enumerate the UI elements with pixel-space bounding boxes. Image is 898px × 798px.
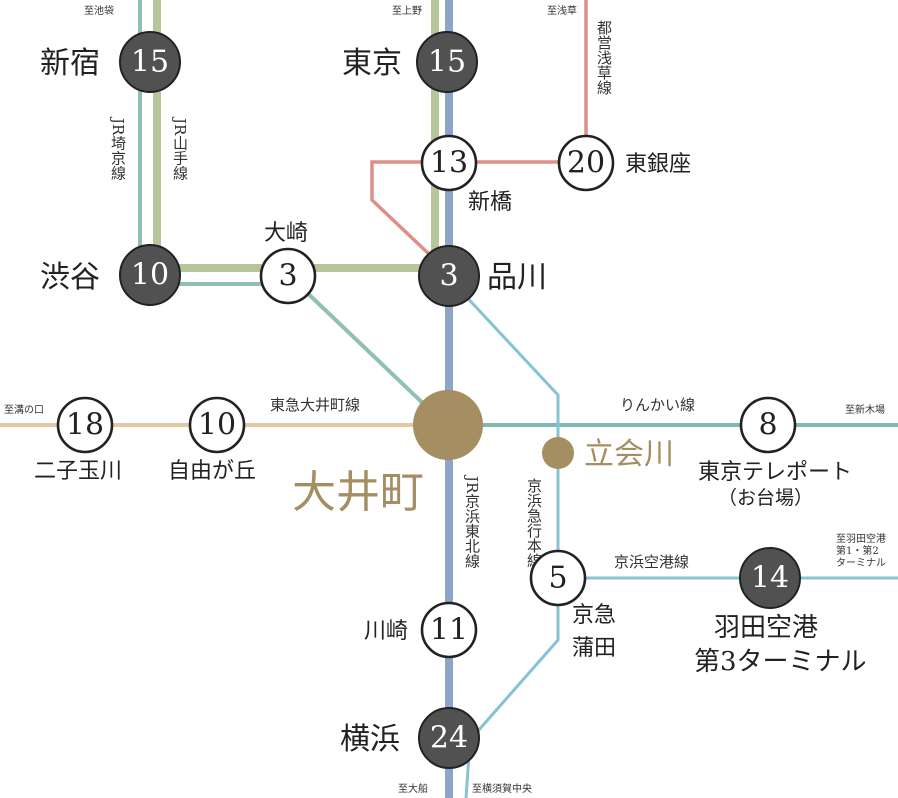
minutes-haneda-t3: 14 — [751, 561, 789, 596]
station-marker-shinagawa[interactable] — [418, 245, 480, 307]
station-name-keikyu-kamata-1: 京急 — [572, 603, 616, 628]
dir-shinkiba: 至新木場 — [845, 403, 885, 416]
dir-ueno: 至上野 — [392, 5, 422, 17]
line-name-yamanote: JR山手線 — [171, 116, 189, 181]
line-name-keikyu-airport: 京浜空港線 — [614, 553, 689, 571]
station-marker-futakotamagawa[interactable] — [56, 396, 114, 454]
station-marker-oimachi[interactable] — [413, 390, 483, 460]
station-marker-kawasaki[interactable] — [420, 601, 478, 659]
line-name-toei-asakusa: 都営浅草線 — [595, 20, 613, 95]
station-marker-yokohama[interactable] — [418, 707, 480, 769]
minutes-futakotamagawa: 18 — [66, 408, 104, 443]
station-name-oimachi: 大井町 — [292, 467, 424, 518]
station-name-tokyo: 東京 — [342, 46, 402, 81]
dir-mizonokuchi: 至溝の口 — [4, 403, 44, 416]
line-names: JR埼京線 JR山手線 都営浅草線 東急大井町線 りんかい線 京浜急行本線 JR… — [109, 20, 695, 571]
station-marker-tachiaigawa[interactable] — [542, 437, 574, 469]
station-name-shinjuku: 新宿 — [40, 46, 100, 81]
station-marker-tokyo-teleport[interactable] — [739, 396, 797, 454]
line-name-saikyo: JR埼京線 — [109, 116, 127, 181]
station-name-futakotamagawa: 二子玉川 — [34, 459, 122, 484]
stations: 15 新宿 15 東京 13 新橋 20 東銀座 10 渋谷 3 大崎 3 品川… — [34, 31, 867, 769]
station-name-haneda-t3-2: 第3ターミナル — [694, 647, 867, 677]
minutes-tokyo: 15 — [428, 45, 466, 80]
station-name-tachiaigawa: 立会川 — [584, 437, 674, 472]
minutes-shibuya: 10 — [131, 258, 169, 293]
minutes-jiyugaoka: 10 — [198, 408, 236, 443]
station-name-osaki: 大崎 — [264, 221, 308, 246]
station-name-yokohama: 横浜 — [340, 722, 400, 757]
station-name-tokyo-teleport: 東京テレポート — [698, 460, 852, 485]
minutes-tokyo-teleport: 8 — [758, 408, 777, 443]
minutes-shinjuku: 15 — [131, 45, 169, 80]
station-name-haneda-t3-1: 羽田空港 — [714, 613, 818, 643]
dir-ofuna: 至大船 — [398, 782, 428, 795]
direction-labels: 至池袋 至上野 至浅草 至溝の口 至新木場 至大船 至横須賀中央 至羽田空港第1… — [4, 4, 886, 795]
station-marker-keikyu-kamata[interactable] — [529, 549, 587, 607]
station-name-shibuya: 渋谷 — [40, 260, 100, 295]
station-name-shimbashi: 新橋 — [468, 190, 512, 215]
line-name-keihin-tohoku: JR京浜東北線 — [463, 474, 481, 569]
station-marker-shinjuku[interactable] — [119, 31, 181, 93]
station-marker-osaki[interactable] — [259, 247, 317, 305]
station-sub-tokyo-teleport: （お台場） — [718, 487, 813, 509]
line-name-rinkai: りんかい線 — [620, 396, 695, 414]
station-name-higashiginza: 東銀座 — [625, 152, 691, 177]
minutes-keikyu-kamata: 5 — [548, 561, 567, 596]
minutes-shinagawa: 3 — [439, 259, 458, 294]
minutes-kawasaki: 11 — [430, 613, 468, 648]
station-name-kawasaki: 川崎 — [364, 619, 408, 644]
minutes-higashiginza: 20 — [567, 146, 605, 181]
station-marker-tokyo[interactable] — [416, 31, 478, 93]
station-marker-haneda-t3[interactable] — [739, 547, 801, 609]
minutes-yokohama: 24 — [430, 721, 468, 756]
dir-asakusa: 至浅草 — [547, 4, 577, 17]
station-marker-shimbashi[interactable] — [420, 134, 478, 192]
line-name-tokyu-oimachi: 東急大井町線 — [270, 396, 360, 414]
station-marker-higashiginza[interactable] — [557, 134, 615, 192]
station-name-jiyugaoka: 自由が丘 — [168, 459, 256, 484]
dir-yokosuka: 至横須賀中央 — [472, 782, 532, 795]
station-name-shinagawa: 品川 — [487, 260, 547, 295]
station-marker-shibuya[interactable] — [119, 244, 181, 306]
station-name-keikyu-kamata-2: 蒲田 — [572, 636, 616, 661]
line-name-keikyu: 京浜急行本線 — [525, 478, 543, 568]
toei-asakusa-line — [370, 0, 588, 257]
station-marker-jiyugaoka[interactable] — [188, 396, 246, 454]
minutes-shimbashi: 13 — [430, 146, 468, 181]
minutes-osaki: 3 — [278, 259, 297, 294]
dir-ikebukuro: 至池袋 — [84, 4, 114, 17]
